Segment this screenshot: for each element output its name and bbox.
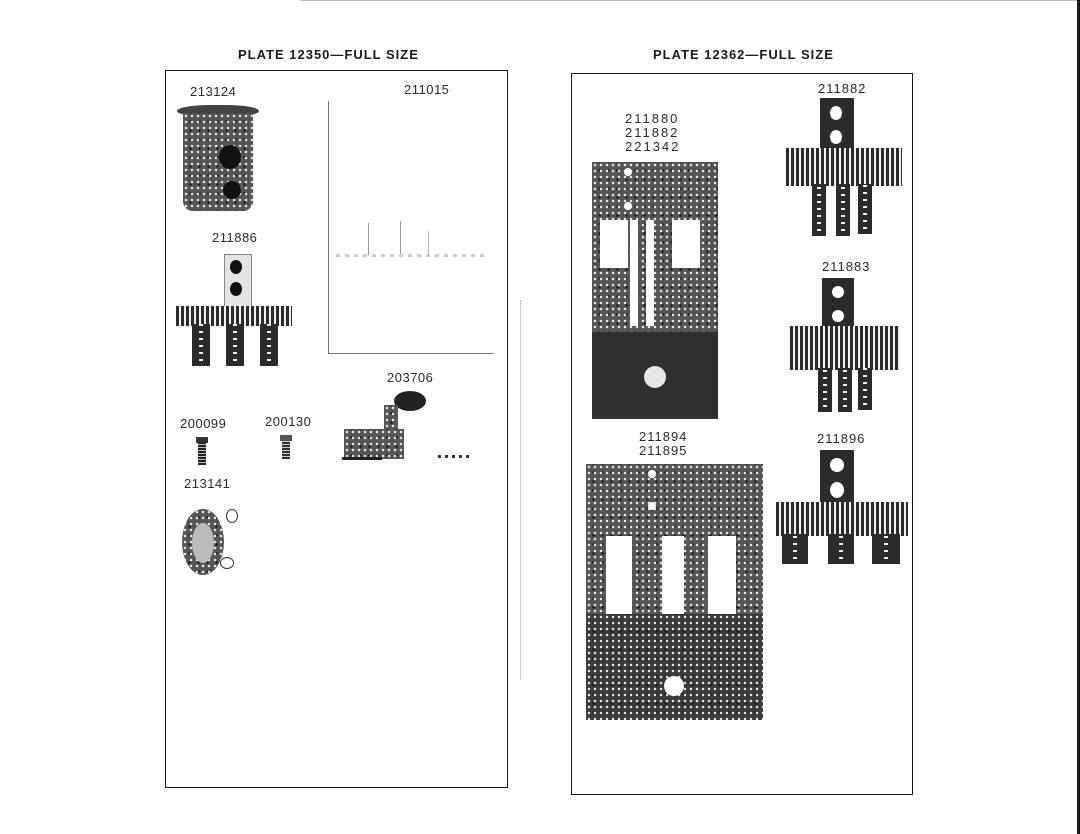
part-label-221342: 221342 bbox=[625, 139, 681, 154]
part-label-211883: 211883 bbox=[822, 259, 871, 274]
part-200130-screw bbox=[280, 435, 292, 461]
part-label-211895: 211895 bbox=[639, 443, 688, 458]
scan-top-edge bbox=[300, 0, 1080, 1]
part-211886-feed-dog bbox=[174, 254, 294, 369]
plate-12362-panel: 211880 211882 221342 211882 211883 21189… bbox=[571, 73, 913, 795]
part-200099-screw bbox=[196, 437, 208, 465]
part-label-211894: 211894 bbox=[639, 429, 688, 444]
part-213141-throat-cover bbox=[182, 505, 242, 577]
scan-right-edge bbox=[1077, 0, 1080, 834]
part-203706-bracket bbox=[342, 391, 477, 471]
part-label-213124: 213124 bbox=[190, 84, 237, 99]
part-211015-faint-plate bbox=[328, 101, 494, 354]
part-label-203706: 203706 bbox=[387, 370, 434, 385]
part-211894-throat-plate bbox=[586, 464, 763, 720]
part-label-211896: 211896 bbox=[817, 431, 866, 446]
plate-title-12362: PLATE 12362—FULL SIZE bbox=[653, 47, 834, 62]
part-213124-bushing bbox=[175, 105, 261, 213]
plate-title-12350: PLATE 12350—FULL SIZE bbox=[238, 47, 419, 62]
part-211896-feed-dog bbox=[776, 450, 908, 566]
part-label-211015: 211015 bbox=[404, 82, 450, 97]
scan-fold-marks bbox=[520, 300, 522, 680]
part-211880-throat-plate bbox=[592, 162, 718, 419]
part-label-211882-feed-dog: 211882 bbox=[818, 81, 867, 96]
part-label-211880: 211880 bbox=[625, 111, 680, 126]
plate-12350-panel: 213124 211015 211886 203706 200099 bbox=[165, 70, 508, 788]
part-label-211882: 211882 bbox=[625, 125, 680, 140]
part-211883-feed-dog bbox=[790, 278, 902, 414]
part-label-200130: 200130 bbox=[265, 414, 312, 429]
part-211882-feed-dog bbox=[786, 98, 904, 238]
part-label-213141: 213141 bbox=[184, 476, 231, 491]
part-label-200099: 200099 bbox=[180, 416, 227, 431]
part-label-211886: 211886 bbox=[212, 230, 258, 245]
